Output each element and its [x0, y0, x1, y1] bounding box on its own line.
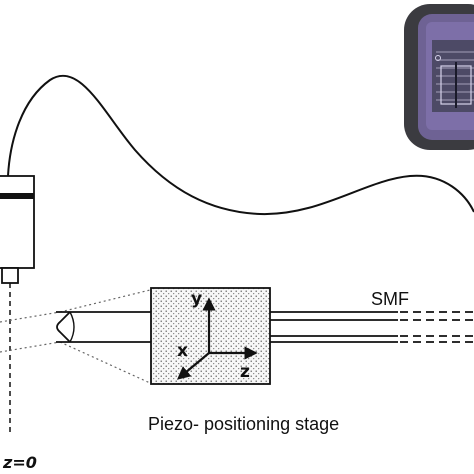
fiber-tip	[56, 311, 71, 343]
detector-body	[0, 175, 35, 284]
light-cone	[0, 289, 151, 384]
x-axis-arrow	[176, 352, 210, 380]
stage-label: Piezo- positioning stage	[148, 414, 339, 434]
axis-label-z: z	[240, 362, 250, 382]
smf-label: SMF	[371, 289, 409, 309]
piezo-stage-block	[150, 287, 271, 385]
smf-fiber-continuation	[400, 311, 474, 343]
fiber-cable-curve	[7, 74, 474, 216]
axis-label-x: x	[177, 341, 188, 361]
axis-label-y: y	[191, 289, 202, 309]
origin-label: z=0	[2, 453, 37, 472]
smf-fiber	[56, 311, 398, 343]
inset-photo	[404, 4, 474, 150]
coordinate-axes	[176, 297, 258, 380]
